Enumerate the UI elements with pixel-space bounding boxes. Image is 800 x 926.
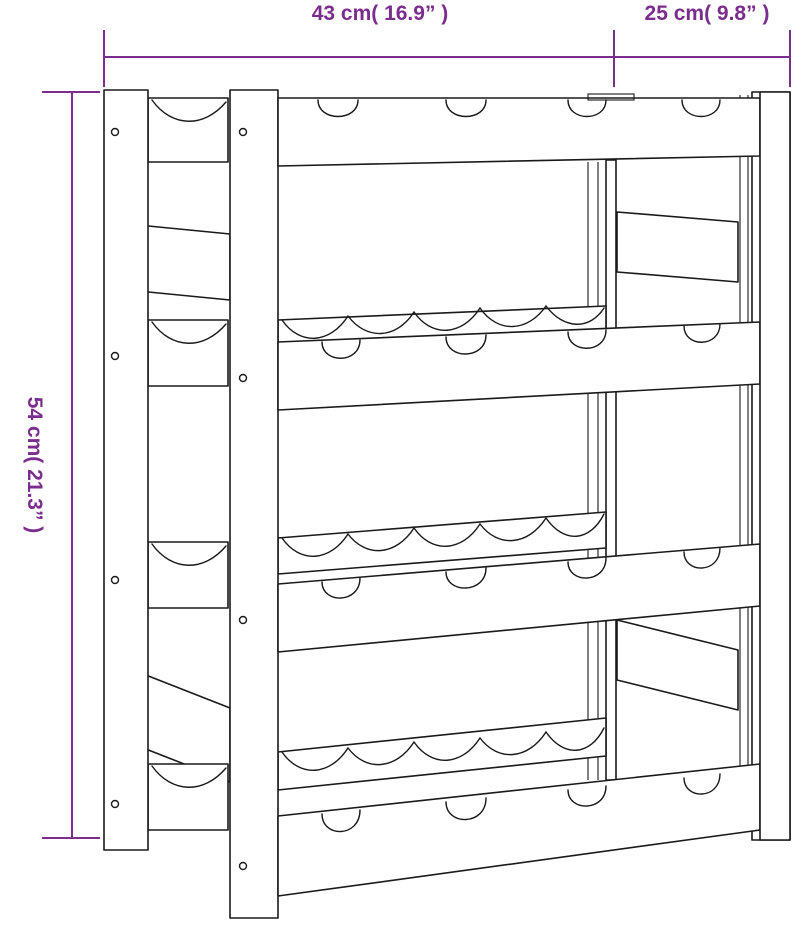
height-label: 54 cm( 21.3” ): [23, 397, 46, 534]
depth-label: 25 cm( 9.8” ): [645, 2, 770, 25]
front-left-post: [229, 89, 279, 919]
back-left-post: [103, 89, 149, 851]
back-middle-post: [605, 159, 617, 781]
rack-back-structure: [127, 91, 791, 841]
dimension-lines: [42, 30, 791, 839]
left-frame: [103, 89, 279, 919]
width-label: 43 cm( 16.9” ): [312, 2, 449, 25]
right-lower-side-brace: [616, 619, 739, 711]
front-rails: [277, 93, 761, 897]
right-upper-side-brace: [616, 211, 739, 283]
front-right-post: [759, 91, 791, 841]
front-rail-top: [277, 97, 761, 167]
front-rail-bottom: [277, 763, 761, 897]
